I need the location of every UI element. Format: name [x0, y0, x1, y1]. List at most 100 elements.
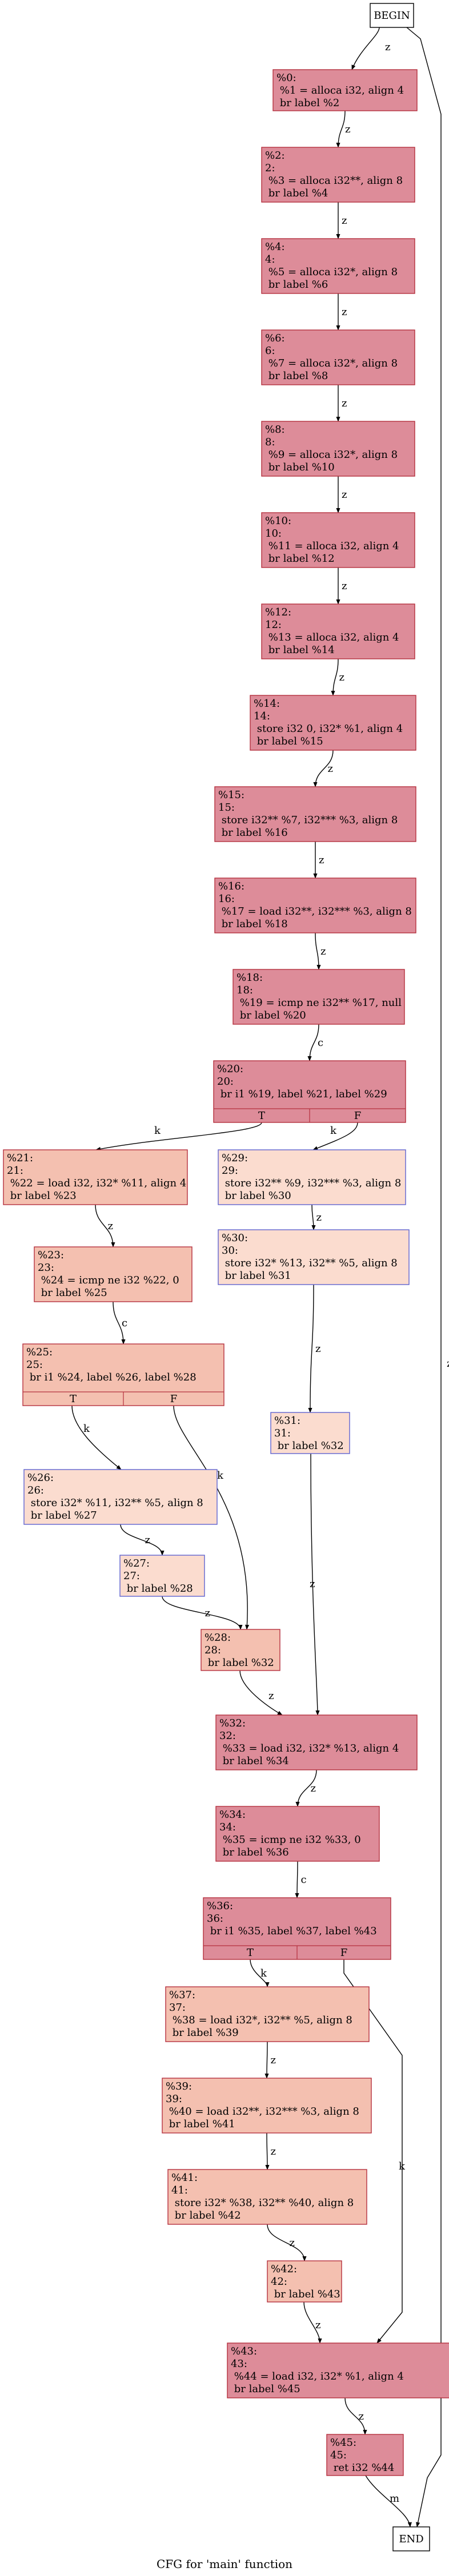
edge-6-8: z [336, 385, 347, 422]
edge-line [311, 1204, 316, 1230]
node-instruction: ret i32 %44 [330, 2462, 394, 2474]
node-title: %21: [7, 1152, 33, 1164]
node-box [326, 2434, 404, 2476]
edge-28-32: z [239, 1670, 283, 1716]
edge-31-32: z [310, 1453, 320, 1716]
node-title: %28: [205, 1632, 231, 1644]
node-box [218, 1229, 410, 1285]
edge-21-23: z [95, 1204, 115, 1247]
node-instruction: %17 = load i32**, i32*** %3, align 8 [218, 905, 412, 917]
node-title: %25: [26, 1346, 53, 1358]
node-title: %45: [330, 2437, 356, 2449]
port-false: F [354, 1110, 362, 1122]
node-instruction: 25: [26, 1359, 43, 1371]
node-16: %16:16: %17 = load i32**, i32*** %3, ali… [214, 878, 416, 933]
edge-20-21: k [95, 1122, 262, 1151]
node-instruction: br label %41 [166, 2118, 235, 2130]
edge-label: z [205, 1607, 210, 1619]
node-instruction: store i32** %7, i32*** %3, align 8 [218, 814, 398, 826]
node-box [34, 1246, 193, 1302]
edge-line [312, 1122, 358, 1150]
edge-line [303, 2301, 322, 2344]
edge-label: k [330, 1125, 337, 1137]
node-instruction: br label %25 [38, 1287, 107, 1299]
edge-line [336, 110, 346, 148]
edge-10-12: z [336, 567, 347, 605]
node-title: %27: [123, 1557, 150, 1569]
node-23: %23:23: %24 = icmp ne i32 %22, 0 br labe… [34, 1246, 193, 1302]
node-box [227, 2342, 449, 2398]
edge-label: z [315, 1343, 320, 1355]
node-instruction: br label %28 [123, 1583, 193, 1595]
node-36: %36:36: br i1 %35, label %37, label %43T… [203, 1897, 391, 1960]
edge-42-43: z [303, 2301, 322, 2344]
edge-label: z [311, 1782, 316, 1794]
node-END: END [392, 2526, 430, 2551]
node-26: %26:26: store i32* %11, i32** %5, align … [23, 1469, 218, 1525]
node-box [162, 2078, 372, 2134]
node-box [370, 3, 414, 28]
edge-line [365, 2475, 412, 2527]
node-29: %29:29: store i32** %9, i32*** %3, align… [218, 1149, 406, 1205]
edge-label: z [108, 1220, 113, 1232]
node-instruction: 29: [222, 1165, 238, 1177]
edge-line [295, 1769, 317, 1807]
node-instruction: br label %15 [254, 735, 323, 747]
node-42: %42:42: br label %43 [267, 2260, 342, 2303]
node-instruction: %44 = load i32, i32* %1, align 4 [231, 2370, 404, 2382]
node-box [261, 329, 415, 385]
edge-20-29: k [312, 1122, 358, 1150]
edge-12-14: z [331, 658, 344, 696]
node-instruction: store i32* %13, i32** %5, align 8 [222, 1257, 398, 1269]
diagram-caption: CFG for 'main' function [157, 2557, 292, 2571]
node-box [201, 1629, 280, 1671]
edge-36-43: k [343, 1959, 406, 2344]
edge-line [406, 27, 442, 2527]
edge-label: z [342, 489, 347, 501]
node-instruction: 20: [217, 1076, 234, 1088]
node-45: %45:45: ret i32 %44 [326, 2434, 404, 2476]
edge-label: z [345, 123, 350, 135]
edge-29-30: z [311, 1204, 322, 1230]
node-instruction: br i1 %24, label %26, label %28 [26, 1371, 197, 1383]
edge-label: z [315, 2319, 320, 2331]
node-instruction: %7 = alloca i32*, align 8 [265, 357, 398, 369]
node-instruction: br label %32 [274, 1440, 344, 1452]
edge-label: c [122, 1317, 127, 1329]
node-instruction: 30: [222, 1245, 238, 1257]
node-title: %41: [171, 2172, 198, 2184]
node-instruction: 23: [38, 1262, 54, 1274]
node-instruction: br label %27 [27, 1510, 97, 1522]
node-box [267, 2260, 342, 2303]
edge-line [239, 1670, 283, 1716]
edge-line [267, 2224, 307, 2261]
port-false: F [170, 1393, 178, 1405]
node-instruction: 28: [205, 1644, 221, 1656]
node-box [392, 2526, 430, 2551]
node-instruction: %13 = alloca i32, align 4 [265, 631, 399, 643]
node-12: %12:12: %13 = alloca i32, align 4 br lab… [261, 603, 415, 659]
node-25: %25:25: br i1 %24, label %26, label %28T… [22, 1343, 224, 1406]
edge-line [351, 27, 380, 70]
node-title: %16: [218, 880, 244, 892]
node-instruction: 21: [7, 1165, 23, 1177]
node-title: %0: [276, 72, 296, 84]
edge-line [308, 1284, 314, 1413]
node-instruction: 10: [265, 528, 282, 540]
node-28: %28:28: br label %32 [201, 1629, 280, 1671]
node-instruction: br label %23 [7, 1190, 77, 1202]
node-20: %20:20: br i1 %19, label %21, label %29T… [213, 1060, 406, 1123]
node-box [165, 1986, 370, 2042]
edge-label: z [342, 215, 347, 227]
node-instruction: br label %32 [205, 1657, 274, 1669]
node-title: BEGIN [374, 10, 410, 22]
node-43: %43:43: %44 = load i32, i32* %1, align 4… [227, 2342, 449, 2398]
edge-line [313, 750, 334, 787]
node-instruction: 31: [274, 1427, 291, 1439]
node-instruction: %24 = icmp ne i32 %22, 0 [38, 1274, 179, 1286]
node-instruction: br label %31 [222, 1270, 291, 1282]
node-instruction: 43: [231, 2358, 247, 2370]
edge-line [71, 1405, 122, 1470]
node-title: %36: [207, 1900, 233, 1912]
node-instruction: br i1 %19, label %21, label %29 [217, 1088, 387, 1100]
